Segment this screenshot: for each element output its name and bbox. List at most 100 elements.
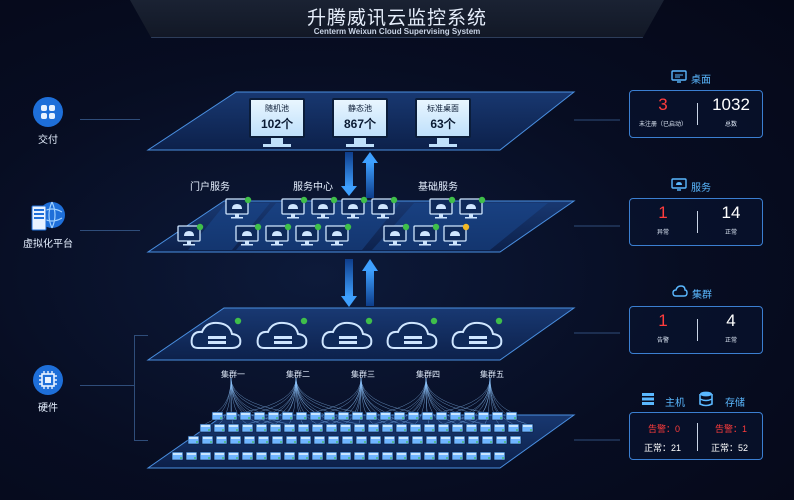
- server-block: [521, 423, 534, 433]
- server-block: [465, 423, 478, 433]
- ok-badge-icon: [365, 317, 373, 325]
- server-block: [393, 411, 406, 421]
- server-block: [383, 435, 396, 445]
- cluster-label-3[interactable]: 集群三: [351, 370, 375, 379]
- server-block: [411, 435, 424, 445]
- server-block: [325, 423, 338, 433]
- monitor-stand: [354, 138, 366, 145]
- server-block: [341, 435, 354, 445]
- up-arrow: [366, 162, 374, 198]
- desktop-panel[interactable]: 3 未注册（已启动） 1032 总数: [629, 90, 763, 138]
- connector-line: [80, 385, 134, 386]
- pool-name: 标准桌面: [427, 104, 459, 113]
- cloud-icon: [672, 285, 688, 303]
- sidebar-item-delivery[interactable]: 交付: [18, 96, 78, 146]
- server-block: [227, 451, 240, 461]
- service-abnormal-value: 1: [658, 203, 668, 222]
- cluster-link-line: [295, 377, 358, 413]
- ok-badge-icon: [402, 223, 410, 231]
- service-panel[interactable]: 1 异常 14 正常: [629, 198, 763, 246]
- pool-name: 静态池: [348, 104, 372, 113]
- server-block: [339, 423, 352, 433]
- cluster-link-line: [360, 377, 414, 413]
- server-block: [453, 435, 466, 445]
- up-arrow: [362, 259, 378, 271]
- pool-count: 867个: [343, 117, 377, 131]
- down-arrow: [341, 296, 357, 307]
- cluster-link-line: [425, 377, 486, 425]
- server-block: [241, 423, 254, 433]
- cluster-alarm-value: 1: [658, 311, 668, 330]
- cluster-link-line: [398, 377, 427, 413]
- server-block: [285, 435, 298, 445]
- cluster-label-2[interactable]: 集群二: [286, 370, 310, 379]
- server-block: [297, 423, 310, 433]
- cluster-label-4[interactable]: 集群四: [416, 370, 440, 379]
- server-block: [309, 411, 322, 421]
- desktop-total-value: 1032: [712, 95, 750, 114]
- vm-monitor-icon: [225, 196, 252, 219]
- ok-badge-icon: [234, 317, 242, 325]
- cluster-alarm-caption: 告警: [656, 338, 669, 344]
- cluster-cloud-icon: [190, 317, 242, 349]
- server-block: [493, 423, 506, 433]
- sidebar-item-virtualization[interactable]: 虚拟化平台: [18, 200, 78, 250]
- pool-card[interactable]: 静态池 867个: [332, 98, 388, 138]
- server-block: [211, 411, 224, 421]
- cluster-link-line: [425, 377, 470, 413]
- service-normal-value: 14: [721, 203, 741, 222]
- desktop-unregistered-value: 3: [658, 95, 668, 114]
- server-block: [225, 411, 238, 421]
- panel-divider: [697, 423, 698, 451]
- cluster-links: [204, 377, 528, 425]
- host-storage-panel[interactable]: 告警：0 正常：21 告警：1 正常：52: [629, 412, 763, 460]
- server-block: [281, 411, 294, 421]
- desktop-icon: [671, 70, 687, 88]
- app-grid-icon: [32, 96, 64, 128]
- monitor-base: [263, 144, 291, 147]
- cluster-link-line: [489, 377, 512, 413]
- cluster-normal-caption: 正常: [724, 338, 737, 344]
- cluster-link-line: [216, 377, 232, 413]
- cluster-link-line: [425, 377, 484, 413]
- server-globe-icon: [31, 200, 65, 232]
- sidebar-item-hardware[interactable]: 硬件: [18, 364, 78, 414]
- cluster-panel[interactable]: 1 告警 4 正常: [629, 306, 763, 354]
- cluster-label-1[interactable]: 集群一: [221, 370, 245, 379]
- server-block: [481, 435, 494, 445]
- server-block: [327, 435, 340, 445]
- cluster-label-5[interactable]: 集群五: [480, 370, 504, 379]
- desktop-unregistered-caption: 未注册（已启动）: [638, 122, 687, 128]
- cluster-link-line: [244, 377, 297, 413]
- server-block: [435, 411, 448, 421]
- vm-monitor-icon: [459, 196, 486, 219]
- server-block: [409, 451, 422, 461]
- ok-badge-icon: [284, 223, 292, 231]
- server-block: [283, 451, 296, 461]
- ok-badge-icon: [254, 223, 262, 231]
- server-block: [243, 435, 256, 445]
- server-block: [479, 451, 492, 461]
- server-block: [479, 423, 492, 433]
- server-block: [295, 411, 308, 421]
- server-block: [339, 451, 352, 461]
- storage-normal-text: 正常：52: [711, 443, 749, 453]
- server-block: [467, 435, 480, 445]
- server-block: [187, 435, 200, 445]
- panel-title-cluster: 集群: [692, 290, 712, 301]
- connector-line: [134, 440, 148, 441]
- storage-alarm-text: 告警：1: [715, 424, 748, 434]
- server-block: [185, 451, 198, 461]
- header-bar: [130, 0, 664, 38]
- down-arrow: [345, 259, 353, 297]
- server-block: [493, 451, 506, 461]
- server-block: [437, 451, 450, 461]
- cluster-link-line: [230, 377, 290, 425]
- server-block: [299, 435, 312, 445]
- vm-monitor-icon: [383, 223, 410, 246]
- server-block: [451, 423, 464, 433]
- ok-badge-icon: [495, 317, 503, 325]
- server-block: [379, 411, 392, 421]
